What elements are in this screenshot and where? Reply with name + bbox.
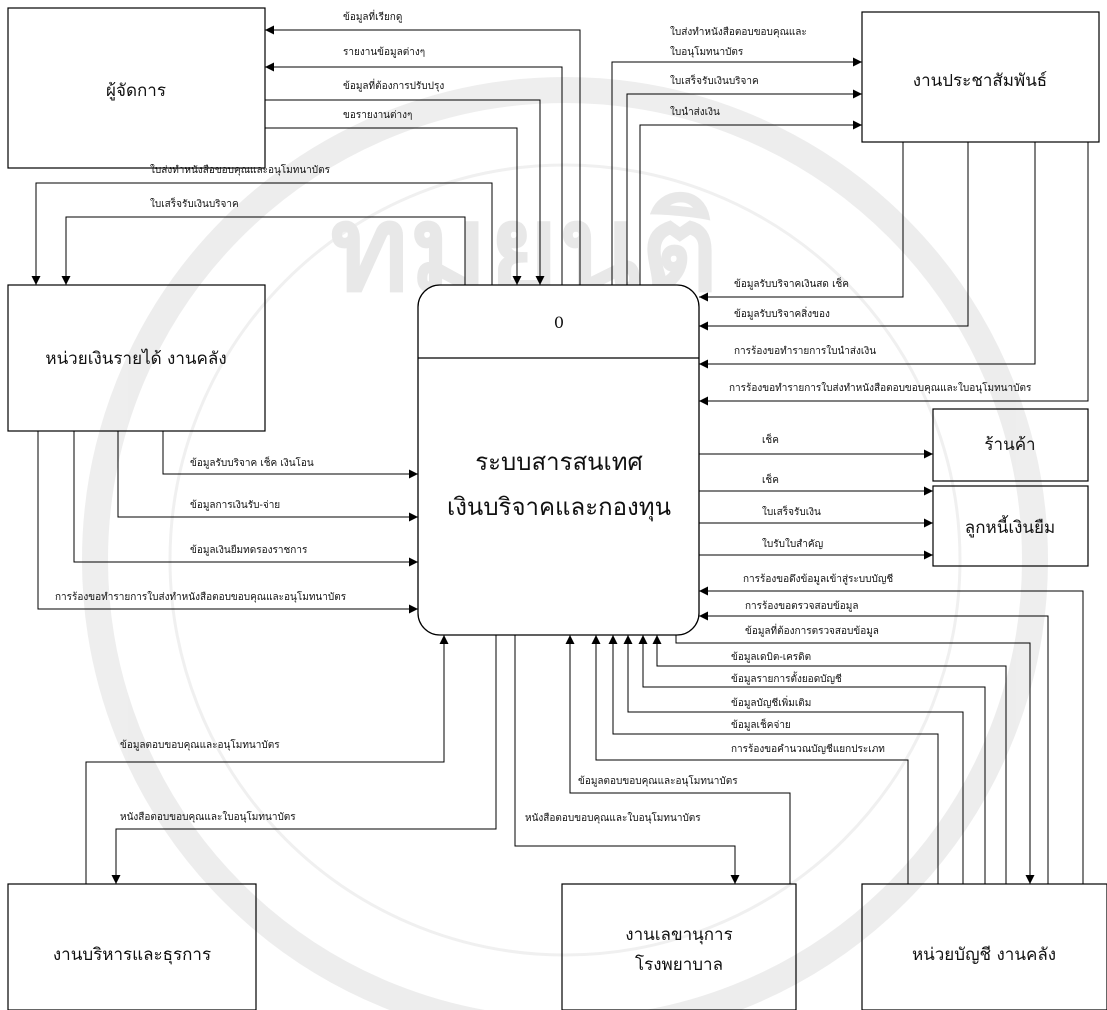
flow-line-pr-thanks-doc [611,57,862,285]
admin-entity-box [7,883,257,1010]
flow-fin-advance: ข้อมูลเงินยืมทดรองราชการ [190,544,308,556]
flow-line-acc-verify [699,611,1049,884]
flow-debtor-cheque: เช็ค [762,472,779,486]
flow-pr-goods: ข้อมูลรับบริจาคสิ่งของ [734,306,830,320]
secretary-label-line1: งานเลขานุการ [625,925,732,945]
flow-acc-cheque-pay: ข้อมูลเช็คจ่าย [731,717,791,731]
manager-label: ผู้จัดการ [106,81,166,101]
process-number: 0 [554,313,564,332]
flow-line-fin-req-thanks [37,431,418,614]
flow-line-acc-debit-credit [652,635,1007,884]
finance-entity-box [7,284,266,432]
debtor-entity-box [932,485,1089,567]
flow-line-acc-verify-data [675,635,1035,884]
flow-mgr-reports: รายงานข้อมูลต่างๆ [343,46,425,58]
flow-mgr-improve: ข้อมูลที่ต้องการปรับปรุง [343,78,444,92]
debtor-label: ลูกหนี้เงินยืม [965,515,1055,538]
flow-acc-verify-data: ข้อมูลที่ต้องการตรวจสอบข้อมูล [745,623,879,637]
flow-acc-req-calc: การร้องขอคำนวณบัญชีแยกประเภท [731,743,885,755]
flow-line-acc-req-calc [591,635,909,884]
flow-pr-deposit: ใบนำส่งเงิน [670,106,720,118]
flow-line-fin-donation [162,431,418,479]
flow-mgr-request: ขอรายงานต่างๆ [343,110,412,121]
flow-adm-thanks-letter: หนังสือตอบขอบคุณและใบอนุโมทนาบัตร [120,810,296,823]
shop-entity-box [932,408,1089,482]
flow-fin-donation: ข้อมูลรับบริจาค เช็ค เงินโอน [190,455,314,469]
flow-line-mgr-request [265,127,522,285]
process-name-line1: ระบบสารสนเทศ [475,448,643,476]
process-name-line2: เงินบริจาคและกองทุน [447,493,671,522]
pr-label: งานประชาสัมพันธ์ [913,71,1047,91]
flow-debtor-receipt: ใบเสร็จรับเงิน [762,504,821,518]
flow-debtor-doc: ใบรับใบสำคัญ [762,538,823,550]
flow-sec-thanks-letter: หนังสือตอบขอบคุณและใบอนุโมทนาบัตร [525,811,701,824]
flow-fin-thanks-doc: ใบส่งทำหนังสือขอบคุณและอนุโมทนาบัตร [150,163,331,176]
flow-sec-thanks-data: ข้อมูลตอบขอบคุณและอนุโมทนาบัตร [578,774,738,787]
flow-pr-req-deposit: การร้องขอทำรายการใบนำส่งเงิน [734,345,876,357]
flow-line-acc-extra [623,635,964,884]
flow-line-mgr-req-data [265,25,581,285]
flow-line-pr-goods [699,142,969,331]
flow-line-fin-thanks-doc [31,182,493,285]
flow-line-fin-income [117,431,418,522]
flow-line-acc-cheque-pay [608,635,939,884]
secretary-label-line2: โรงพยาบาล [635,954,723,975]
flow-acc-import: การร้องขอดึงข้อมูลเข้าสู่ระบบบัญชี [743,573,893,585]
flow-pr-cash-cheque: ข้อมูลรับบริจาคเงินสด เช็ค [734,276,849,290]
admin-label: งานบริหารและธุรการ [53,945,211,965]
flow-line-mgr-improve [265,99,545,285]
flow-acc-debit-credit: ข้อมูลเดบิต-เครดิต [731,651,811,663]
flow-pr-receipt: ใบเสร็จรับเงินบริจาค [670,73,759,87]
flow-line-mgr-reports [265,62,563,285]
flow-pr-thanks-doc-line1: ใบส่งทำหนังสือตอบขอบคุณและ [670,26,807,38]
flow-fin-req-thanks: การร้องขอทำรายการใบส่งทำหนังสือตอบขอบคุณ… [55,590,347,603]
flow-pr-req-thanks: การร้องขอทำรายการใบส่งทำหนังสือตอบขอบคุณ… [729,381,1032,394]
flow-line-adm-thanks-data [85,635,449,884]
accounting-label: หน่วยบัญชี งานคลัง [912,945,1056,965]
flow-acc-extra: ข้อมูลบัญชีเพิ่มเติม [731,695,811,709]
pr-entity-box [861,11,1100,143]
flow-line-sec-thanks-data [565,635,791,884]
flow-line-pr-deposit [639,120,862,285]
flow-fin-receipt: ใบเสร็จรับเงินบริจาค [150,196,239,210]
flow-line-pr-req-deposit [699,142,1036,369]
flow-fin-income: ข้อมูลการเงินรับ-จ่าย [190,499,280,511]
flow-shop-cheque: เช็ค [762,432,779,446]
flow-line-pr-receipt [626,89,862,285]
flow-line-acc-opening [638,635,986,884]
secretary-entity-box [561,883,797,1010]
flow-mgr-req-data: ข้อมูลที่เรียกดู [343,9,402,23]
flow-line-adm-thanks-letter [111,635,497,884]
flow-line-fin-receipt [61,216,466,285]
flow-acc-verify: การร้องขอตรวจสอบข้อมูล [745,600,859,612]
flow-line-pr-cash-cheque [699,142,904,302]
flow-pr-thanks-doc-line2: ใบอนุโมทนาบัตร [670,45,744,58]
flow-adm-thanks-data: ข้อมูลตอบขอบคุณและอนุโมทนาบัตร [120,738,280,751]
process-0 [417,284,700,636]
flow-line-fin-advance [73,431,418,567]
flow-line-pr-req-thanks [699,142,1089,406]
flow-acc-opening: ข้อมูลรายการตั้งยอดบัญชี [731,671,842,685]
shop-label: ร้านค้า [984,435,1035,455]
finance-label: หน่วยเงินรายได้ งานคลัง [45,348,226,369]
flow-line-acc-import [699,586,1084,884]
manager-entity-box [7,7,266,169]
process-box [417,284,700,636]
flow-line-sec-thanks-letter [514,635,740,884]
